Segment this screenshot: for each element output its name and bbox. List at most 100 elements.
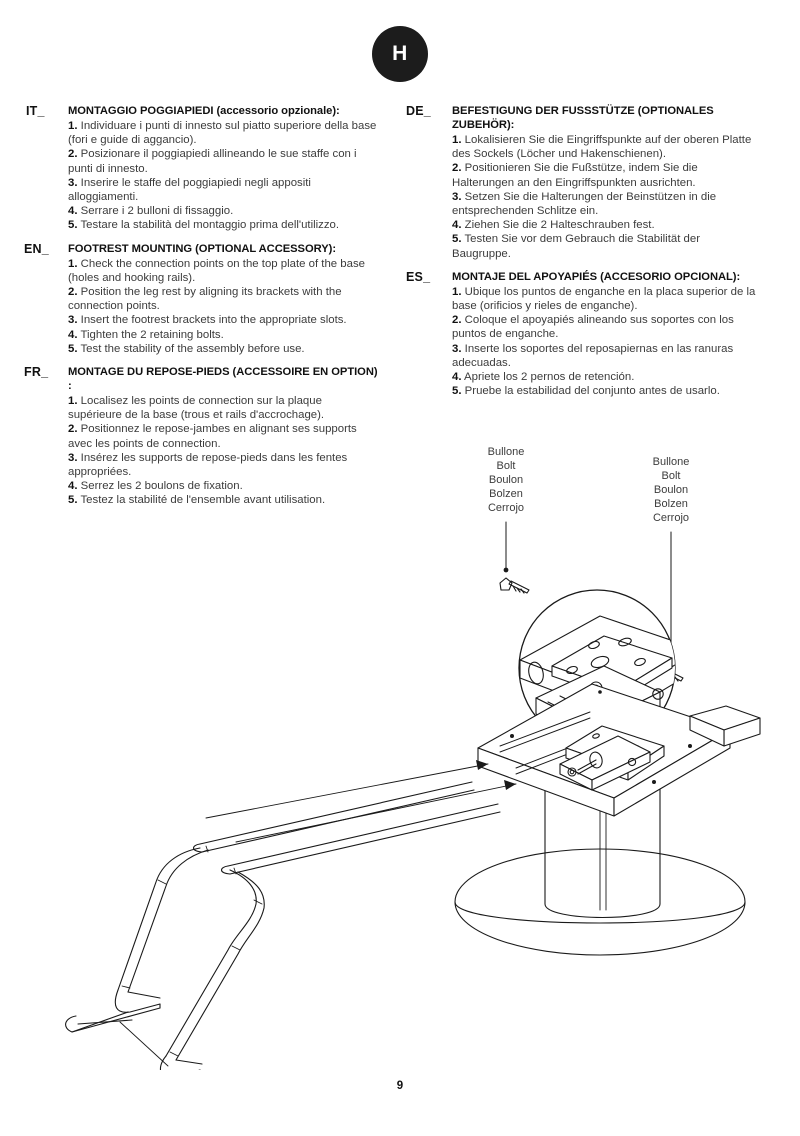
step-item: 3. Inserire le staffe del poggiapiedi ne… — [68, 176, 378, 204]
language-tag-it: IT_ — [26, 104, 45, 118]
language-tag-es: ES_ — [406, 269, 431, 284]
section-badge: H — [372, 26, 428, 82]
step-number: 1. — [68, 120, 78, 132]
step-text: Serrez les 2 boulons de fixation. — [80, 480, 243, 493]
step-text: Insérez les supports de repose-pieds dan… — [68, 451, 348, 479]
step-number: 4. — [452, 371, 462, 384]
base-top-plate — [477, 683, 761, 817]
step-item: 1. Lokalisieren Sie die Eingriffspunkte … — [452, 133, 760, 161]
assembly-arrows — [205, 760, 517, 843]
callout-line: Bullone — [653, 456, 690, 468]
language-block-it: IT_ MONTAGGIO POGGIAPIEDI (accessorio op… — [26, 104, 378, 233]
step-number: 4. — [68, 205, 78, 218]
instructions-column-left: IT_ MONTAGGIO POGGIAPIEDI (accessorio op… — [24, 104, 378, 517]
step-text: Posizionare il poggiapiedi allineando le… — [68, 148, 357, 175]
step-number: 1. — [68, 257, 78, 270]
callout-line: Cerrojo — [653, 512, 689, 524]
step-item: 2. Position the leg rest by aligning its… — [68, 285, 378, 313]
step-text: Ubique los puntos de enganche en la plac… — [452, 285, 756, 313]
callout-leader-dot — [503, 567, 509, 573]
step-number: 3. — [68, 451, 78, 464]
step-number: 2. — [68, 286, 78, 299]
step-item: 2. Positionnez le repose-jambes en align… — [68, 422, 378, 450]
step-number: 3. — [68, 314, 78, 327]
language-block-fr: FR_ MONTAGE DU REPOSE-PIEDS (ACCESSOIRE … — [24, 365, 378, 508]
step-number: 2. — [452, 314, 462, 327]
step-text: Position the leg rest by aligning its br… — [68, 286, 342, 313]
step-item: 3. Insert the footrest brackets into the… — [68, 313, 378, 327]
step-item: 1. Individuare i punti di innesto sul pi… — [68, 119, 378, 147]
step-number: 5. — [68, 494, 78, 507]
step-number: 5. — [452, 233, 462, 246]
step-number: 4. — [68, 480, 78, 493]
step-number: 1. — [452, 134, 462, 146]
callout-line: Bolt — [497, 460, 516, 472]
step-text: Testare la stabilità del montaggio prima… — [80, 219, 340, 232]
step-text: Insert the footrest brackets into the ap… — [80, 314, 347, 327]
step-number: 1. — [68, 395, 78, 408]
step-text: Individuare i punti di innesto sul piatt… — [68, 120, 377, 147]
assembly-diagram-svg: Bullone Bolt Boulon Bolzen Cerrojo Bullo… — [65, 446, 761, 1070]
step-number: 3. — [452, 342, 462, 355]
step-item: 4. Serrez les 2 boulons de fixation. — [68, 479, 378, 493]
callout-bolt-right: Bullone Bolt Boulon Bolzen Cerrojo — [653, 456, 690, 663]
step-item: 3. Setzen Sie die Halterungen der Beinst… — [452, 190, 760, 218]
step-item: 5. Testare la stabilità del montaggio pr… — [68, 218, 378, 232]
assembly-diagram: Bullone Bolt Boulon Bolzen Cerrojo Bullo… — [0, 430, 800, 1070]
step-number: 5. — [68, 219, 78, 232]
language-tag-de: DE_ — [406, 104, 431, 118]
page-number: 9 — [396, 1080, 404, 1092]
step-text: Setzen Sie die Halterungen der Beinstütz… — [452, 190, 717, 218]
step-text: Lokalisieren Sie die Eingriffspunkte auf… — [452, 134, 752, 161]
step-text: Testez la stabilité de l'ensemble avant … — [80, 494, 326, 507]
footrest-frame — [65, 781, 501, 1070]
bolt-icon-upper — [499, 577, 530, 594]
step-list-fr: 1. Localisez les points de connection su… — [68, 394, 378, 508]
step-item: 4. Ziehen Sie die 2 Halteschrauben fest. — [452, 218, 760, 232]
step-number: 2. — [452, 162, 462, 175]
step-item: 2. Coloque el apoyapiés alineando sus so… — [452, 313, 760, 341]
step-text: Inserire le staffe del poggiapiedi negli… — [68, 176, 311, 204]
instructions-column-right: DE_ BEFESTIGUNG DER FUSSSTÜTZE (OPTIONAL… — [406, 104, 760, 407]
step-item: 4. Serrare i 2 bulloni di fissaggio. — [68, 204, 378, 218]
callout-line: Bolzen — [489, 488, 523, 500]
callout-line: Cerrojo — [488, 502, 524, 514]
section-title-en: FOOTREST MOUNTING (OPTIONAL ACCESSORY): — [68, 242, 336, 255]
step-item: 5. Test the stability of the assembly be… — [68, 342, 378, 356]
step-item: 5. Testen Sie vor dem Gebrauch die Stabi… — [452, 232, 760, 260]
section-title-de: BEFESTIGUNG DER FUSSSTÜTZE (OPTIONALES Z… — [452, 105, 714, 131]
step-item: 1. Localisez les points de connection su… — [68, 394, 378, 422]
step-item: 1. Check the connection points on the to… — [68, 257, 378, 285]
section-badge-letter: H — [392, 42, 408, 65]
language-block-de: DE_ BEFESTIGUNG DER FUSSSTÜTZE (OPTIONAL… — [406, 104, 760, 261]
step-item: 5. Testez la stabilité de l'ensemble ava… — [68, 493, 378, 507]
step-text: Test the stability of the assembly befor… — [80, 342, 305, 355]
callout-bolt-left: Bullone Bolt Boulon Bolzen Cerrojo — [488, 446, 525, 573]
step-number: 1. — [452, 285, 462, 298]
step-item: 2. Positionieren Sie die Fußstütze, inde… — [452, 161, 760, 189]
step-item: 2. Posizionare il poggiapiedi allineando… — [68, 147, 378, 175]
step-number: 3. — [68, 176, 78, 189]
step-text: Tighten the 2 retaining bolts. — [80, 328, 224, 341]
step-number: 2. — [68, 423, 78, 436]
step-text: Inserte los soportes del reposapiernas e… — [452, 342, 734, 369]
step-list-it: 1. Individuare i punti di innesto sul pi… — [68, 119, 378, 233]
language-block-en: EN_ FOOTREST MOUNTING (OPTIONAL ACCESSOR… — [24, 241, 378, 356]
callout-line: Bolzen — [654, 498, 688, 510]
step-list-de: 1. Lokalisieren Sie die Eingriffspunkte … — [452, 133, 760, 261]
step-text: Check the connection points on the top p… — [68, 257, 366, 284]
language-block-es: ES_ MONTAJE DEL APOYAPIÉS (ACCESORIO OPC… — [406, 269, 760, 399]
section-title-it: MONTAGGIO POGGIAPIEDI (accessorio opzion… — [68, 105, 340, 117]
step-item: 4. Apriete los 2 pernos de retención. — [452, 370, 760, 384]
callout-line: Boulon — [489, 474, 523, 486]
step-text: Pruebe la estabilidad del conjunto antes… — [464, 385, 720, 398]
step-text: Testen Sie vor dem Gebrauch die Stabilit… — [452, 233, 701, 260]
language-tag-fr: FR_ — [24, 365, 49, 380]
step-text: Positionnez le repose-jambes en alignant… — [68, 423, 357, 450]
step-text: Positionieren Sie die Fußstütze, indem S… — [452, 162, 698, 189]
step-text: Serrare i 2 bulloni di fissaggio. — [80, 205, 234, 218]
step-number: 2. — [68, 148, 78, 161]
step-text: Ziehen Sie die 2 Halteschrauben fest. — [464, 219, 655, 232]
callout-line: Bullone — [488, 446, 525, 458]
language-tag-en: EN_ — [24, 241, 49, 256]
